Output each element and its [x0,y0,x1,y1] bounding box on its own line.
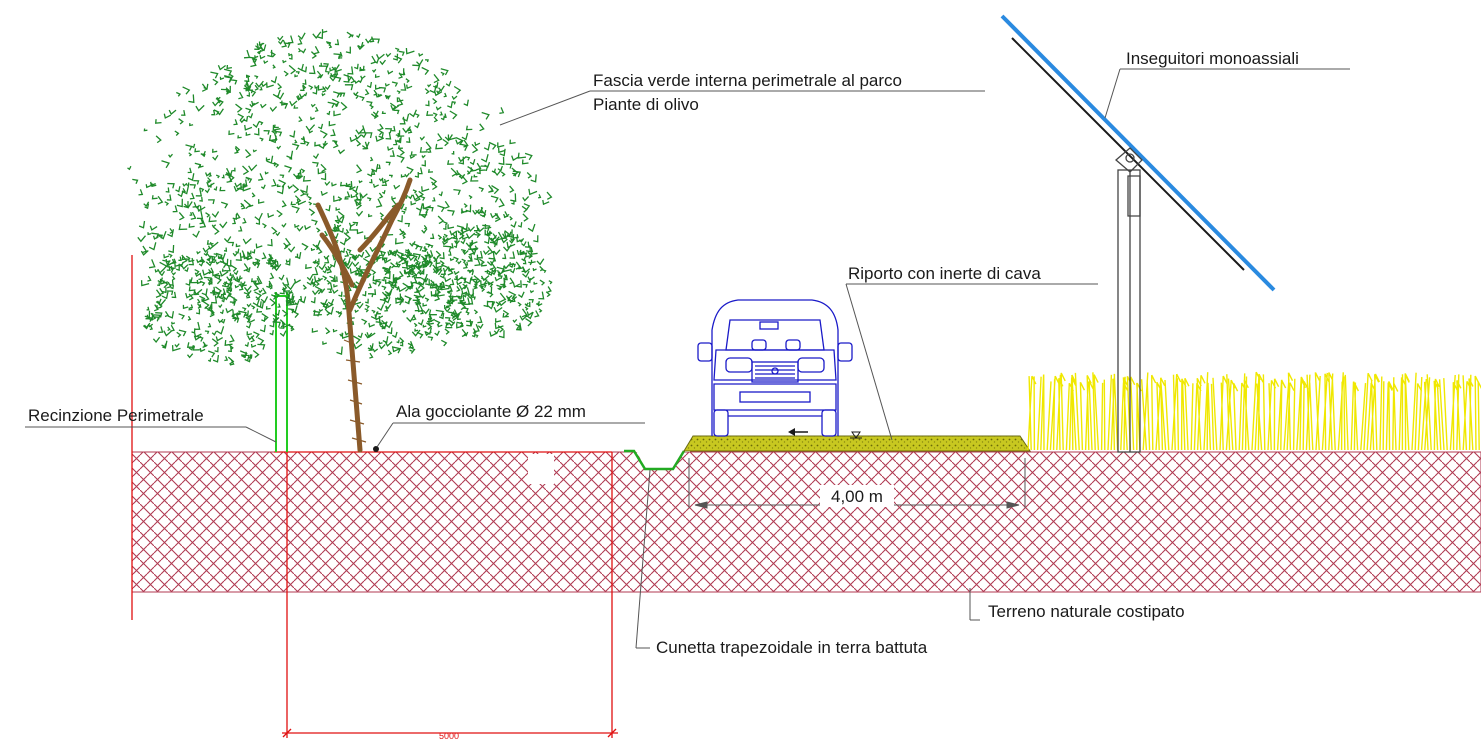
ditch-profile [624,449,686,471]
level-marker-icon [850,431,862,439]
road-width-dimension: 4,00 m [831,487,883,506]
soil-section [131,451,1481,593]
dimension-lines-red [131,255,618,738]
slope-arrow-icon [788,428,808,436]
label-inseguitori: Inseguitori monoassiali [1126,49,1299,68]
drip-line-icon [373,446,379,452]
label-terreno: Terreno naturale costipato [988,602,1185,621]
crop-field [1027,371,1481,451]
tree-trunk [315,177,413,453]
label-cunetta: Cunetta trapezoidale in terra battuta [656,638,928,657]
label-fascia-verde: Fascia verde interna perimetrale al parc… [593,71,902,90]
label-piante-olivo: Piante di olivo [593,95,699,114]
solar-tracker-icon [1000,14,1276,453]
perimeter-fence [274,292,290,452]
label-riporto: Riporto con inerte di cava [848,264,1041,283]
green-band-dimension: 5000 [439,731,459,741]
olive-tree-icon [127,29,553,453]
car-icon [697,299,853,437]
gravel-road [683,435,1031,452]
label-ala-gocciolante: Ala gocciolante Ø 22 mm [396,402,586,421]
label-recinzione: Recinzione Perimetrale [28,406,204,425]
leader-lines [25,68,1350,649]
